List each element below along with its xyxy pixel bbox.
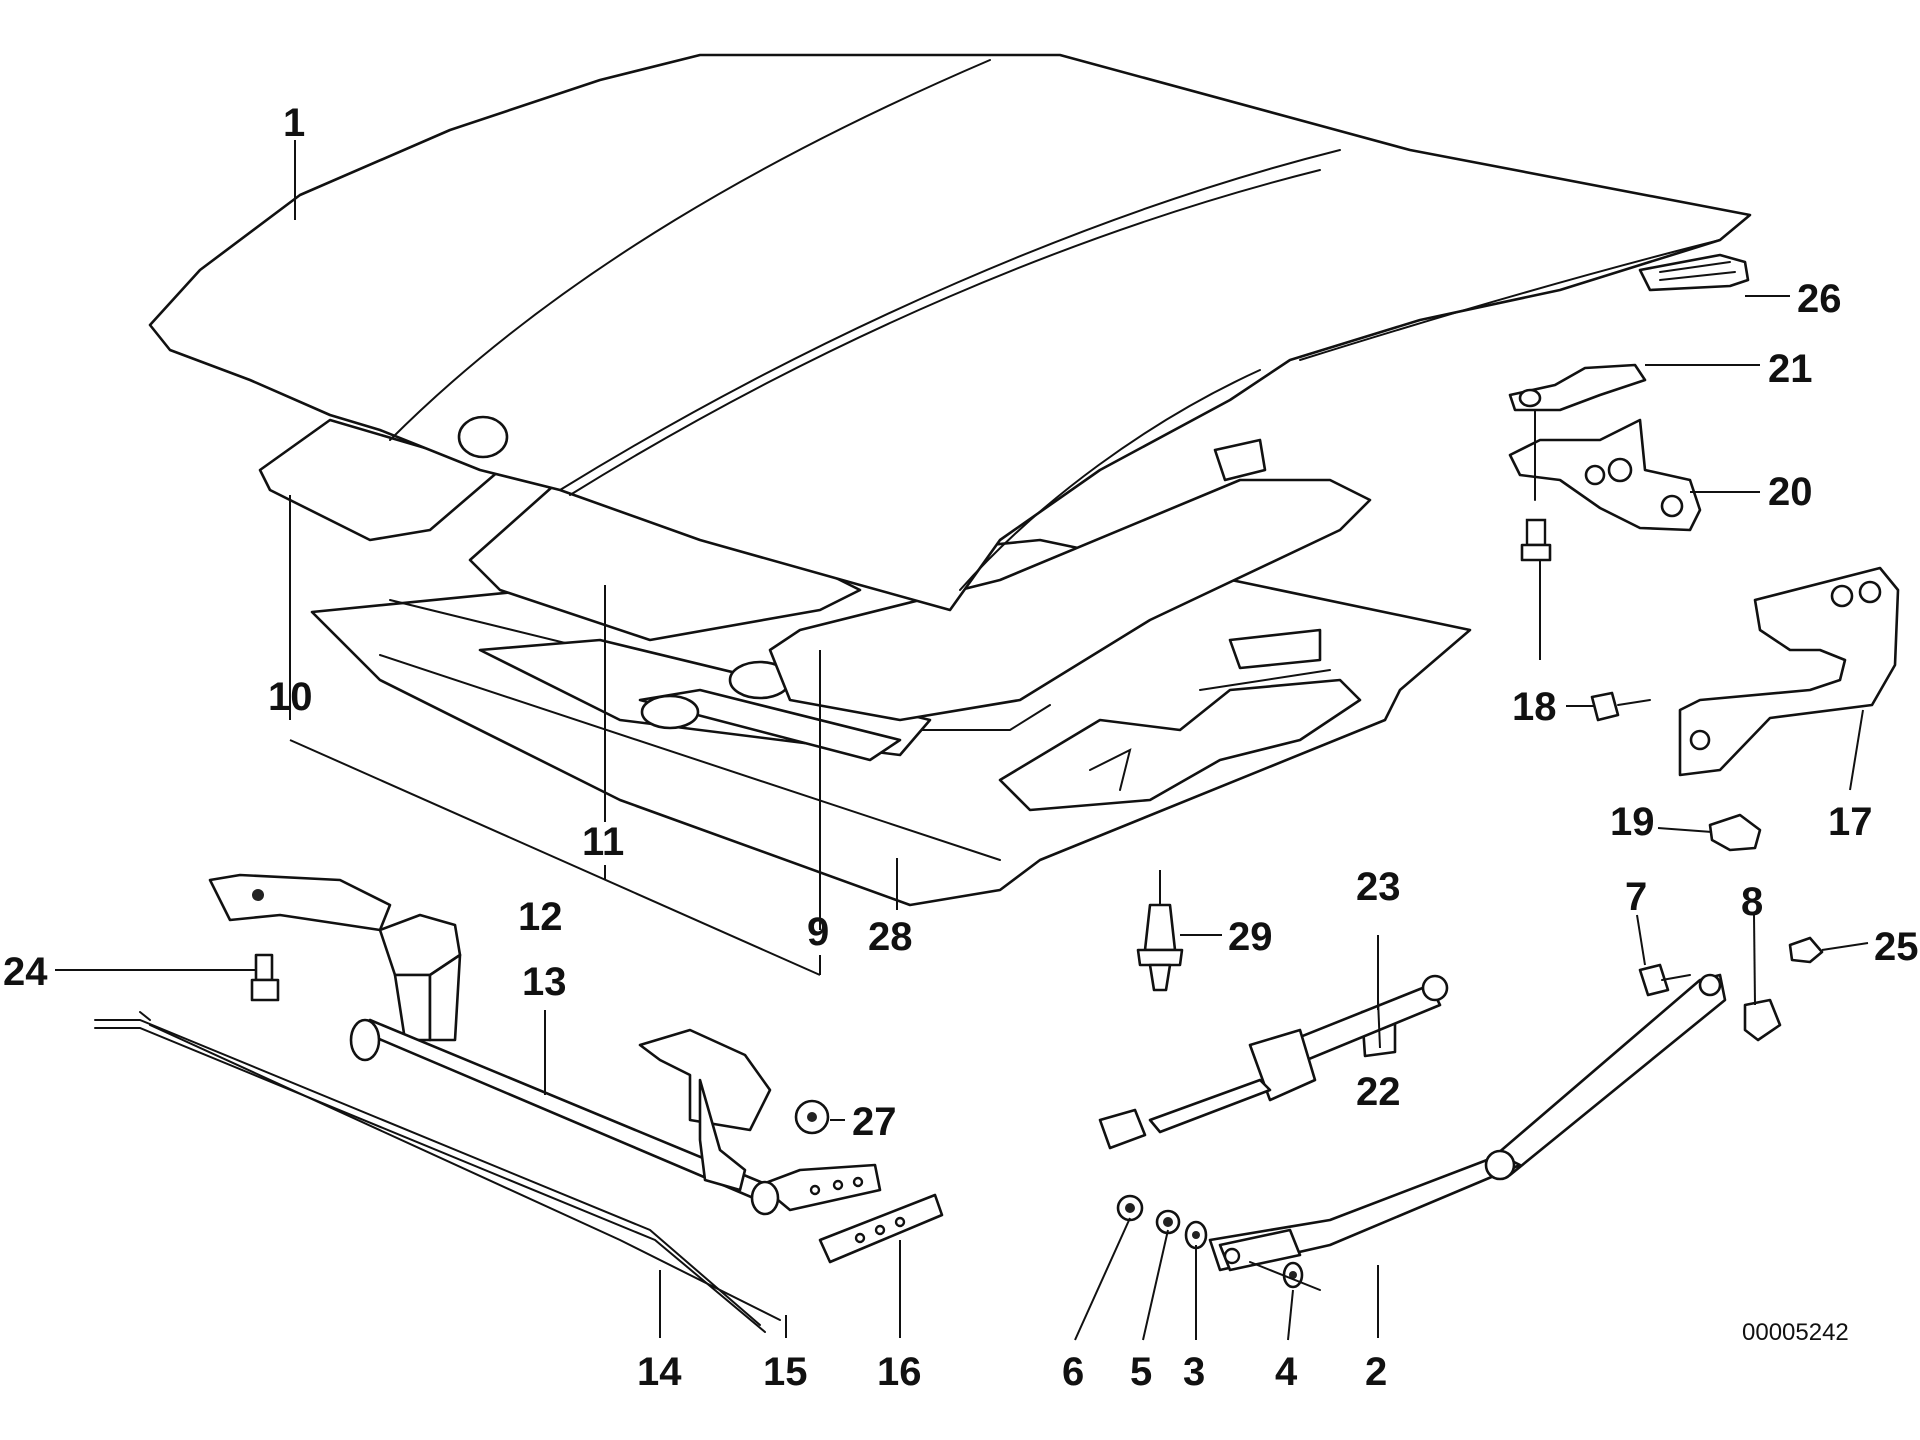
callout-26: 26 bbox=[1797, 277, 1842, 321]
callout-27: 27 bbox=[852, 1100, 897, 1144]
insulation-pad-left-part bbox=[258, 418, 502, 542]
bumper-seal-part bbox=[1638, 253, 1750, 292]
callout-1: 1 bbox=[283, 101, 305, 145]
callout-13: 13 bbox=[522, 960, 567, 1004]
callout-11: 11 bbox=[582, 820, 624, 864]
callout-22: 22 bbox=[1356, 1070, 1401, 1114]
callout-4: 4 bbox=[1275, 1350, 1298, 1394]
leader-lines bbox=[55, 140, 1869, 1341]
callout-17: 17 bbox=[1828, 800, 1873, 844]
callout-14: 14 bbox=[637, 1350, 682, 1394]
callout-16: 16 bbox=[877, 1350, 922, 1394]
callout-23: 23 bbox=[1356, 865, 1401, 909]
washer-3-part bbox=[1184, 1220, 1208, 1250]
callout-15: 15 bbox=[763, 1350, 808, 1394]
callout-20: 20 bbox=[1768, 470, 1813, 514]
callout-19: 19 bbox=[1610, 800, 1655, 844]
screw-7-part bbox=[1638, 963, 1691, 997]
callout-29: 29 bbox=[1228, 915, 1273, 959]
bolt-24-part bbox=[250, 953, 280, 1002]
bolt-18b-part bbox=[1590, 691, 1651, 722]
link-plate-16-part bbox=[818, 1193, 944, 1264]
spring-washer-5-part bbox=[1155, 1209, 1181, 1235]
hinge-assembly-part bbox=[208, 873, 882, 1216]
callout-28: 28 bbox=[868, 915, 913, 959]
lock-bracket-part bbox=[1508, 409, 1702, 532]
hinge-plate-part bbox=[1678, 566, 1900, 777]
callout-8: 8 bbox=[1741, 880, 1763, 924]
callout-25: 25 bbox=[1874, 925, 1919, 969]
callout-21: 21 bbox=[1768, 347, 1813, 391]
gas-strut-part bbox=[1098, 974, 1449, 1150]
callout-9: 9 bbox=[807, 910, 829, 954]
release-cable-15-part bbox=[149, 1024, 781, 1321]
washer-4-part bbox=[1249, 1261, 1321, 1291]
callout-labels: 1 2 3 4 5 6 7 8 9 10 11 12 13 14 15 16 1… bbox=[3, 101, 1919, 1394]
nut-6-part bbox=[1116, 1194, 1144, 1222]
push-rivet-part bbox=[1136, 903, 1184, 992]
clip-8-part bbox=[1743, 998, 1782, 1042]
callout-10: 10 bbox=[268, 675, 313, 719]
nut-25-part bbox=[1788, 936, 1824, 964]
callout-5: 5 bbox=[1130, 1350, 1152, 1394]
hood-inner-frame-part bbox=[310, 538, 1472, 907]
callout-7: 7 bbox=[1625, 875, 1647, 919]
callout-12: 12 bbox=[518, 895, 563, 939]
callout-6: 6 bbox=[1062, 1350, 1084, 1394]
document-number: 00005242 bbox=[1742, 1319, 1849, 1346]
latch-plate-part bbox=[1508, 363, 1647, 412]
grommet-27-part bbox=[794, 1099, 830, 1135]
hood-panel-part bbox=[148, 53, 1752, 612]
callout-24: 24 bbox=[3, 950, 48, 994]
callout-18: 18 bbox=[1512, 685, 1557, 729]
callout-3: 3 bbox=[1183, 1350, 1205, 1394]
callout-2: 2 bbox=[1365, 1350, 1387, 1394]
bolt-18-part bbox=[1520, 518, 1552, 562]
clip-19-part bbox=[1708, 813, 1762, 852]
support-arm-part bbox=[1208, 973, 1727, 1272]
